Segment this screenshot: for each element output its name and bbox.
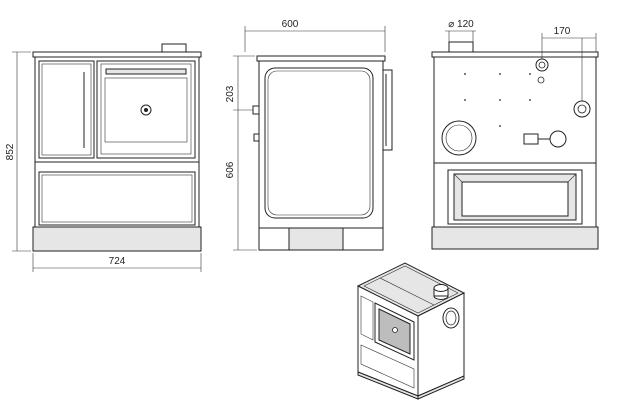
rear-water-connector — [523, 133, 539, 145]
dim-depth: 600 — [282, 19, 299, 30]
rear-water-port — [549, 130, 567, 148]
rear-plinth — [431, 226, 599, 250]
rear-drawer-edge-2 — [567, 173, 577, 183]
iso-top-inner — [363, 265, 459, 314]
side-front-knob — [252, 105, 260, 115]
front-thermometer-center — [144, 108, 148, 112]
side-handle-bracket — [382, 69, 393, 151]
side-hinge — [253, 133, 260, 142]
rear-flue-outlet-inner — [445, 124, 473, 152]
front-firebox-door — [38, 60, 95, 159]
front-flue-stub — [161, 43, 187, 53]
iso-firebox-door — [360, 295, 374, 341]
rear-view: ⌀ 120 170 — [431, 19, 599, 250]
side-top-plate — [256, 55, 386, 62]
front-view: 852 724 — [5, 43, 202, 272]
iso-side-outlet-inner — [445, 310, 457, 326]
dim-overall-height: 852 — [5, 143, 16, 160]
isometric-view — [356, 262, 466, 400]
dim-upper-height: 203 — [225, 85, 236, 102]
iso-plinth-side — [417, 375, 465, 400]
rear-top-outlet-inner — [538, 61, 546, 69]
front-drawer — [38, 171, 196, 226]
front-oven-window — [104, 77, 188, 143]
rear-right-outlet-inner — [577, 104, 587, 114]
side-view: 600 203 606 — [225, 19, 393, 251]
front-oven-handle — [105, 68, 187, 75]
rear-drawer-front — [461, 181, 569, 217]
front-oven-door-inner — [100, 63, 192, 155]
front-plinth — [32, 226, 202, 252]
rear-flue-stub — [448, 41, 474, 53]
rear-drawer-edge-1 — [453, 173, 463, 183]
front-top-plate — [32, 51, 202, 58]
rear-right-outlet — [573, 100, 591, 118]
front-firebox-door-inner — [41, 63, 92, 156]
rear-flue-outlet — [441, 120, 477, 156]
rear-small-port — [537, 76, 545, 84]
rear-top-plate — [431, 51, 599, 58]
iso-side-outlet — [442, 307, 460, 329]
iso-drawer — [360, 344, 415, 389]
side-plinth-recess — [288, 227, 344, 251]
side-panel — [264, 67, 374, 219]
dim-lower-height: 606 — [225, 161, 236, 178]
front-drawer-inner — [41, 174, 193, 223]
dim-overall-width: 724 — [109, 256, 126, 267]
iso-thermometer-icon — [392, 327, 398, 333]
side-panel-inner — [267, 70, 371, 216]
iso-top-ring-line — [379, 277, 435, 306]
rear-top-outlet — [535, 58, 549, 72]
iso-flue-cap — [433, 284, 449, 292]
dim-flue-diameter: ⌀ 120 — [448, 19, 474, 30]
dim-flue-offset: 170 — [554, 26, 571, 37]
